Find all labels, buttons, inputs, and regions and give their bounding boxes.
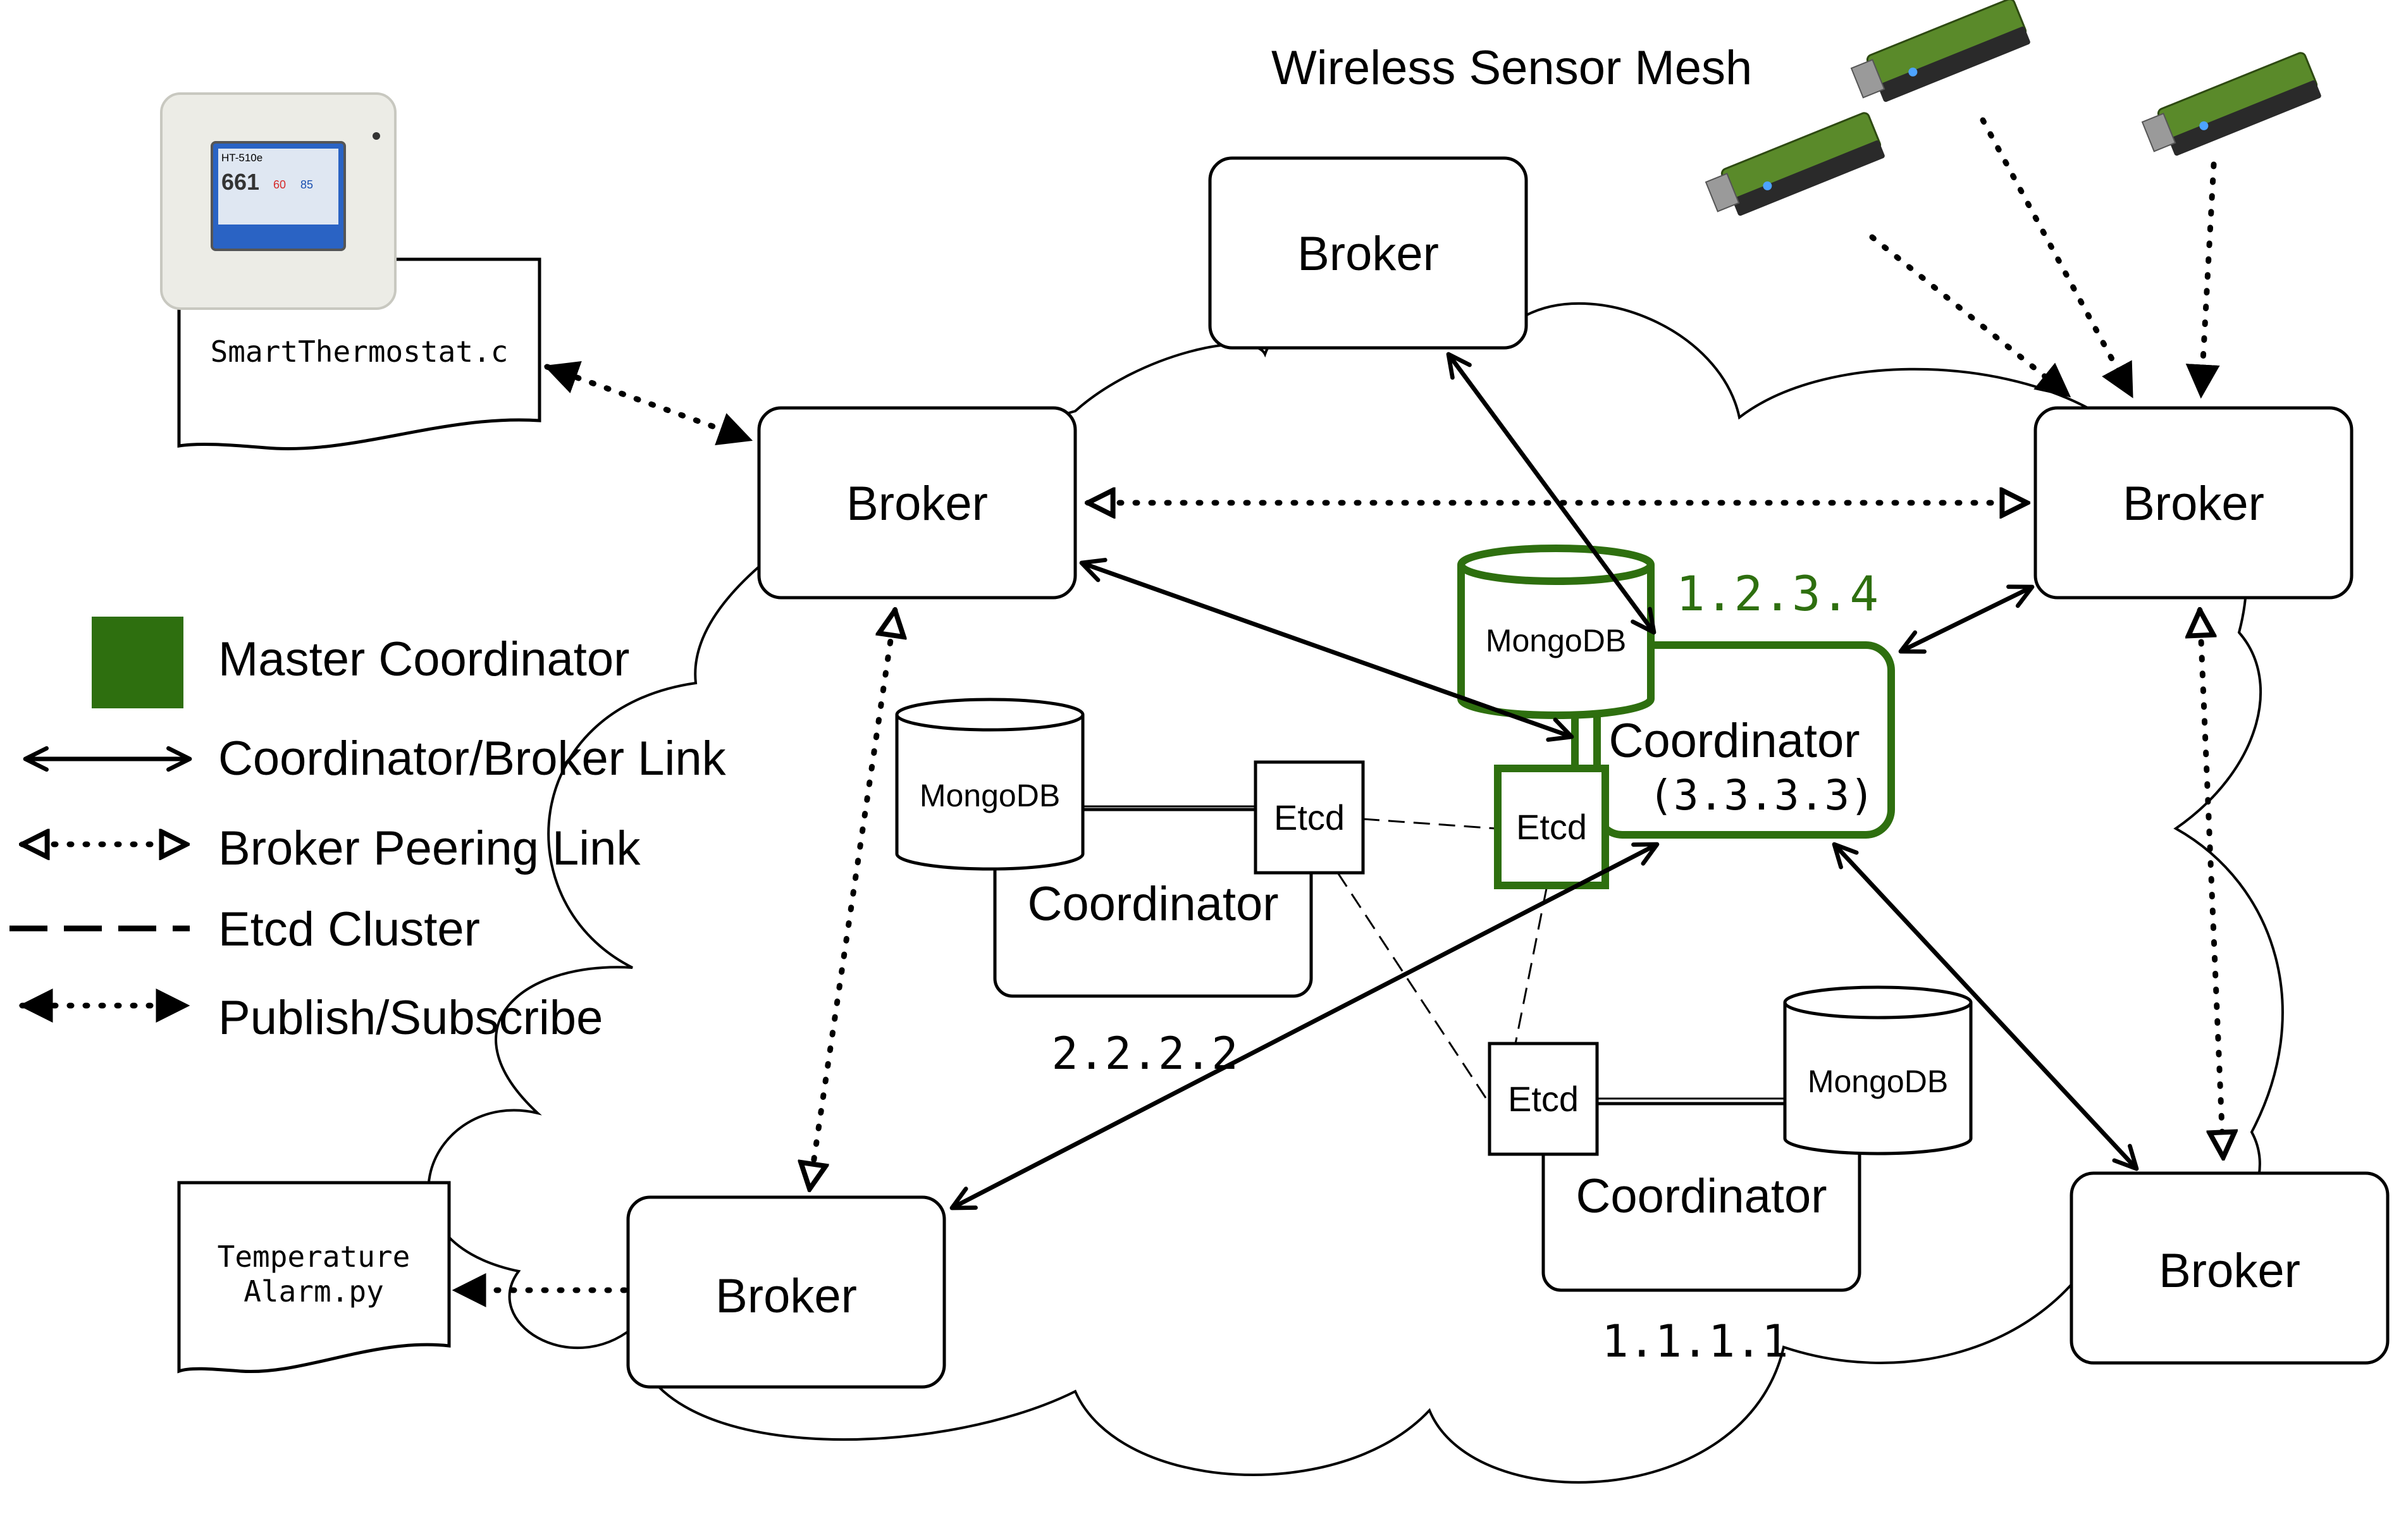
coordinator-mid-ip: 2.2.2.2 (1051, 1028, 1238, 1080)
broker-right-label: Broker (2123, 477, 2264, 531)
broker-bottom-left-label: Broker (715, 1269, 857, 1323)
broker-left-box[interactable] (757, 406, 1077, 600)
peer-link-right-bottom (2200, 610, 2223, 1157)
legend-pubsub-label: Publish/Subscribe (218, 991, 603, 1045)
coordinator-master-ip: 1.2.3.4 (1676, 565, 1879, 622)
legend-master-swatch (92, 617, 183, 708)
broker-bottom-right-box[interactable] (2070, 1171, 2390, 1365)
broker-left-label: Broker (846, 477, 988, 531)
pubsub-thermostat (543, 361, 753, 445)
sensor-mesh-title: Wireless Sensor Mesh (1271, 41, 1752, 95)
coordinator-master-box[interactable] (1593, 641, 1895, 839)
legend-coord-link-label: Coordinator/Broker Link (218, 732, 727, 785)
peer-link-left-bottom (810, 610, 895, 1189)
coord-link-bottom-left (949, 842, 1660, 1210)
broker-top-label: Broker (1297, 227, 1439, 281)
pubsub-sensor-3 (2185, 161, 2220, 399)
mongodb-mid-label: MongoDB (920, 778, 1060, 813)
pubsub-sensor-2 (1980, 117, 2135, 398)
pubsub-sensor-1 (1869, 234, 2071, 398)
coordinator-low-ip: 1.1.1.1 (1601, 1315, 1788, 1367)
coord-link-right (1898, 584, 2035, 654)
mongodb-low-label: MongoDB (1808, 1064, 1948, 1099)
alarm-document[interactable] (177, 1181, 451, 1374)
broker-right-box[interactable] (2033, 406, 2354, 600)
legend-etcd-label: Etcd Cluster (218, 902, 480, 956)
thermostat-filename: SmartThermostat.c (211, 335, 509, 369)
mongodb-master-label: MongoDB (1486, 623, 1626, 658)
etcd-link-mid-low (1336, 872, 1491, 1104)
alarm-filename-line1: Temperature (218, 1240, 410, 1274)
broker-bottom-left-box[interactable] (626, 1195, 946, 1389)
etcd-master-label: Etcd (1516, 807, 1587, 847)
thermostat-screen-low: 60 (273, 178, 286, 191)
thermostat-screen-high: 85 (300, 178, 313, 191)
etcd-link-master-low (1514, 888, 1548, 1047)
thermostat-screen-temp: 661 (221, 169, 259, 195)
coordinator-mid-label: Coordinator (1027, 877, 1278, 931)
coordinator-low-label: Coordinator (1576, 1169, 1827, 1223)
broker-top-box[interactable] (1208, 156, 1528, 350)
coord-link-bottom-right (1832, 842, 2139, 1171)
broker-bottom-right-label: Broker (2159, 1244, 2300, 1298)
thermostat-device-icon (160, 92, 397, 310)
etcd-mid-label: Etcd (1274, 798, 1345, 837)
coord-link-left (1079, 558, 1574, 742)
alarm-filename-line2: Alarm.py (244, 1274, 384, 1309)
coordinator-master-address: (3.3.3.3) (1648, 771, 1875, 820)
sensor-board-icon (1705, 0, 2321, 216)
etcd-link-mid-master (1362, 818, 1496, 830)
coordinator-master-label: Coordinator (1608, 714, 1860, 768)
legend-peer-link-label: Broker Peering Link (218, 822, 641, 875)
thermostat-screen-title: HT-510e (221, 152, 262, 164)
legend-master-label: Master Coordinator (218, 632, 630, 686)
etcd-low-label: Etcd (1508, 1079, 1579, 1119)
network-cloud (427, 302, 2284, 1484)
